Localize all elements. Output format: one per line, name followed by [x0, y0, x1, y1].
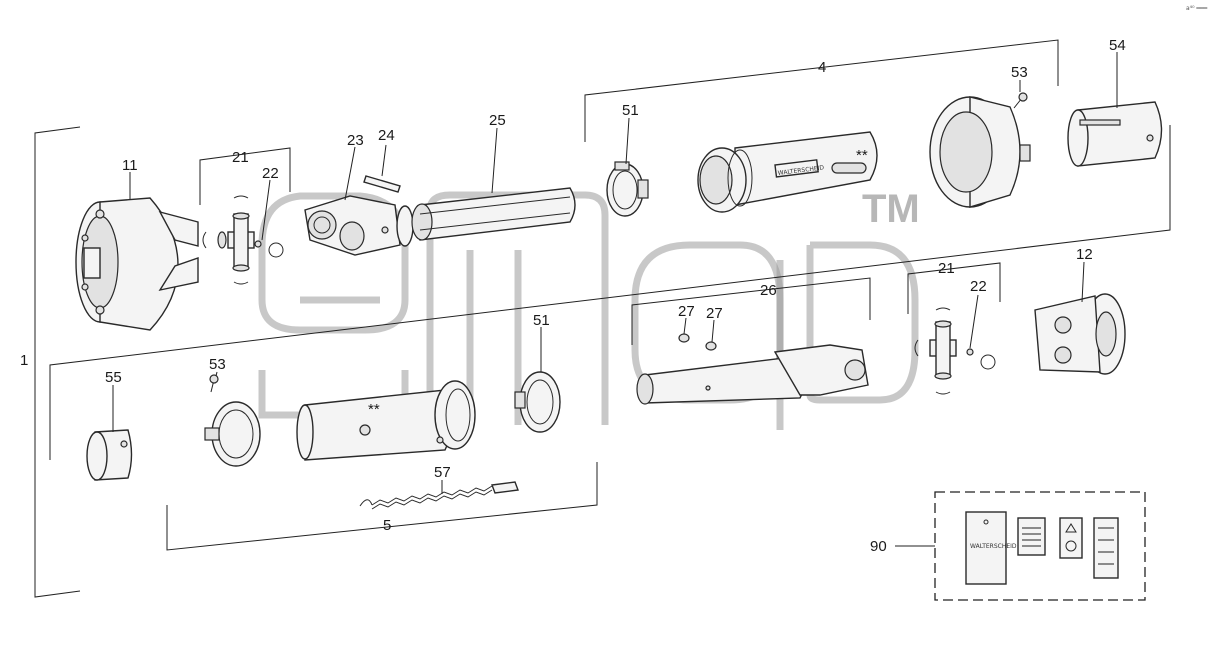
- part-22-grease-nipple-upper: [254, 240, 284, 258]
- part-26-outer-profile-tube: [636, 344, 869, 405]
- callout-53-upper: 53: [1011, 64, 1028, 81]
- callout-54: 54: [1109, 37, 1126, 54]
- part-51-bearing-ring-lower: [514, 371, 561, 433]
- assembly-divider-line: [49, 125, 1171, 460]
- watermark-tm: TM: [862, 187, 920, 231]
- callout-51-upper: 51: [622, 102, 639, 119]
- callout-22-upper: 22: [262, 165, 279, 182]
- part-21-universal-joint-cross-upper: [202, 195, 255, 285]
- callout-24: 24: [378, 127, 395, 144]
- guard-cone: [929, 96, 1031, 208]
- bracket-26: [631, 277, 871, 345]
- callout-22-lower: 22: [970, 278, 987, 295]
- callout-1: 1: [20, 352, 28, 369]
- callout-25: 25: [489, 112, 506, 129]
- corner-mark: a⁴⁰ ═══: [1186, 5, 1208, 12]
- part-4-outer-guard-tube: WALTERSCHEID **: [697, 131, 878, 213]
- callout-27-b: 27: [706, 305, 723, 322]
- part-25-inner-profile-tube: [411, 187, 576, 241]
- part-90-label-kit: WALTERSCHEID: [934, 491, 1146, 601]
- part-51-bearing-ring-upper: [606, 161, 649, 217]
- double-star-mark-lower: **: [368, 401, 380, 418]
- part-11-flange-yoke: [75, 197, 199, 331]
- bracket-21-lower: [907, 262, 1001, 314]
- kit-bag-label: WALTERSCHEID: [970, 543, 1017, 550]
- part-23-inner-yoke: [304, 195, 414, 256]
- callout-5: 5: [383, 517, 391, 534]
- part-53-screw-upper: [1013, 92, 1028, 109]
- part-24-roll-pin: [363, 175, 401, 193]
- assembly-bracket-1: [34, 126, 81, 598]
- part-55-guard-ring: [86, 429, 133, 481]
- callout-21-lower: 21: [938, 260, 955, 277]
- assembly-bracket-4: [584, 39, 1059, 142]
- callout-23: 23: [347, 132, 364, 149]
- callout-57: 57: [434, 464, 451, 481]
- part-57-safety-chain: [359, 481, 519, 510]
- part-53-screw-lower: [209, 374, 219, 393]
- leader-lines: [112, 52, 1118, 547]
- part-21-universal-joint-cross-lower: [914, 307, 957, 395]
- callout-53-lower: 53: [209, 356, 226, 373]
- callout-27-a: 27: [678, 303, 695, 320]
- part-54-bearing-sleeve: [1067, 101, 1163, 167]
- part-27-lock-nut-b: [705, 341, 717, 351]
- bracket-21-upper: [199, 147, 291, 205]
- part-22-grease-nipple-lower: [966, 348, 996, 370]
- guard-bearing-ring-lower: [204, 401, 261, 467]
- callout-90: 90: [870, 538, 887, 555]
- callout-11: 11: [122, 157, 138, 174]
- callout-12: 12: [1076, 246, 1093, 263]
- part-27-lock-nut-a: [678, 333, 690, 343]
- callout-21-upper: 21: [232, 149, 249, 166]
- part-12-outer-yoke: [1034, 293, 1126, 375]
- callout-4: 4: [818, 59, 826, 76]
- callout-51-lower: 51: [533, 312, 550, 329]
- part-5-inner-guard-tube: **: [296, 380, 476, 461]
- callout-26: 26: [760, 282, 777, 299]
- callout-55: 55: [105, 369, 122, 386]
- assembly-bracket-5: [166, 462, 598, 551]
- double-star-mark-upper: **: [856, 147, 868, 164]
